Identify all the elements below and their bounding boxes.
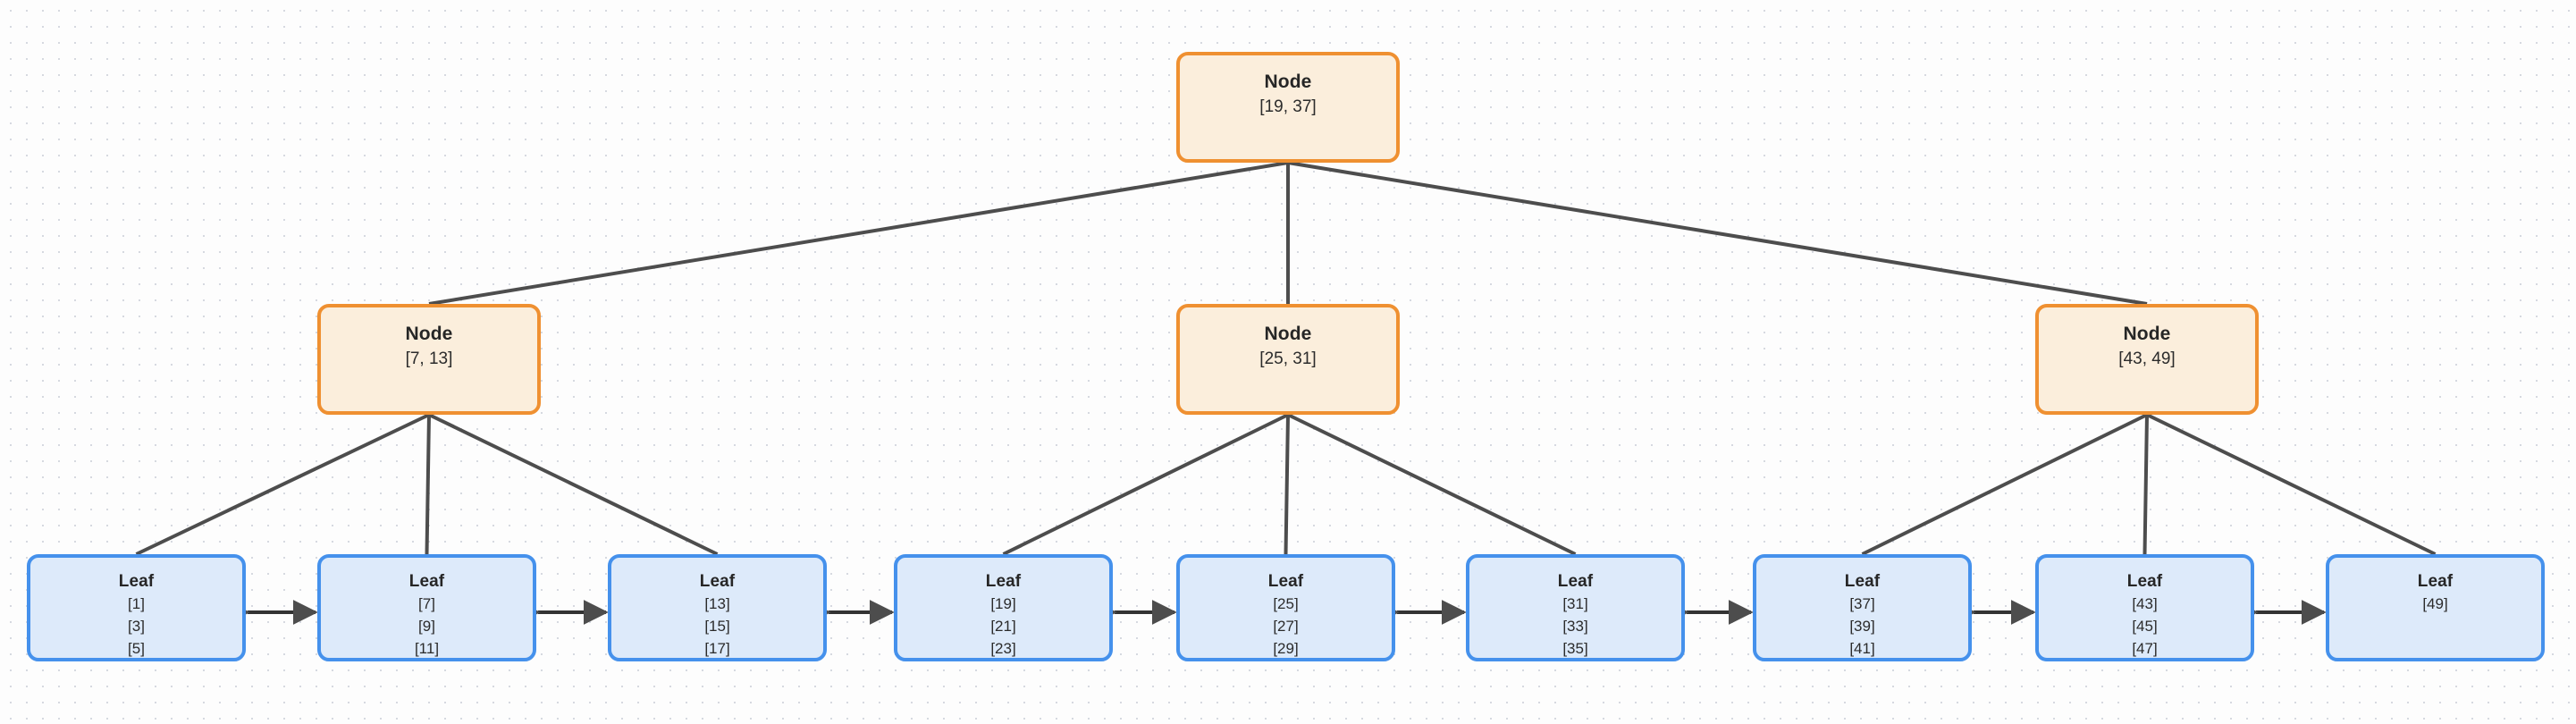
leaf-key: [1] — [128, 595, 145, 612]
leaf-key: [25] — [1273, 595, 1299, 612]
tree-node-leaf[interactable]: Leaf [25] [27] [29] — [1176, 554, 1395, 661]
leaf-key: [31] — [1562, 595, 1588, 612]
tree-edge — [1861, 413, 2148, 556]
leaf-key: [27] — [1273, 618, 1299, 635]
leaf-label: Leaf — [2126, 572, 2163, 591]
node-label: Node — [1264, 72, 1312, 92]
leaf-label: Leaf — [118, 572, 155, 591]
node-label: Node — [2123, 324, 2171, 344]
leaf-label: Leaf — [1557, 572, 1594, 591]
tree-edge — [1002, 413, 1289, 556]
tree-edge — [428, 161, 1289, 306]
leaf-key: [41] — [1849, 640, 1875, 657]
leaf-key: [45] — [2132, 618, 2158, 635]
leaf-key: [19] — [990, 595, 1016, 612]
leaf-key: [11] — [414, 640, 440, 657]
tree-edge — [135, 413, 430, 556]
tree-node-leaf[interactable]: Leaf [37] [39] [41] — [1753, 554, 1972, 661]
tree-node-internal[interactable]: Node [25, 31] — [1176, 304, 1400, 415]
tree-edge — [425, 414, 431, 555]
leaf-key: [17] — [704, 640, 730, 657]
tree-node-internal[interactable]: Node [7, 13] — [317, 304, 541, 415]
leaf-key: [15] — [704, 618, 730, 635]
leaf-key: [9] — [418, 618, 435, 635]
leaf-key: [35] — [1562, 640, 1588, 657]
leaf-key: [43] — [2132, 595, 2158, 612]
node-keys: [43, 49] — [2118, 349, 2176, 368]
leaf-label: Leaf — [1844, 572, 1881, 591]
leaf-key: [47] — [2132, 640, 2158, 657]
leaf-key: [7] — [418, 595, 435, 612]
leaf-label: Leaf — [985, 572, 1022, 591]
tree-node-leaf[interactable]: Leaf [49] — [2326, 554, 2545, 661]
tree-node-leaf[interactable]: Leaf [13] [15] [17] — [608, 554, 827, 661]
tree-edge — [1287, 413, 1577, 556]
leaf-key: [5] — [128, 640, 145, 657]
leaf-key: [39] — [1849, 618, 1875, 635]
tree-node-internal[interactable]: Node [43, 49] — [2035, 304, 2259, 415]
tree-node-leaf[interactable]: Leaf [19] [21] [23] — [894, 554, 1113, 661]
leaf-label: Leaf — [408, 572, 445, 591]
tree-node-root[interactable]: Node [19, 37] — [1176, 52, 1400, 163]
leaf-key: [21] — [990, 618, 1016, 635]
node-keys: [19, 37] — [1259, 97, 1317, 116]
node-keys: [25, 31] — [1259, 349, 1317, 368]
tree-edge — [1287, 161, 2148, 306]
leaf-label: Leaf — [1267, 572, 1304, 591]
leaf-label: Leaf — [699, 572, 736, 591]
leaf-key: [23] — [990, 640, 1016, 657]
leaf-key: [29] — [1273, 640, 1299, 657]
leaf-key: [13] — [704, 595, 730, 612]
tree-node-leaf[interactable]: Leaf [1] [3] [5] — [27, 554, 246, 661]
leaf-key: [33] — [1562, 618, 1588, 635]
tree-node-leaf[interactable]: Leaf [7] [9] [11] — [317, 554, 536, 661]
tree-edge — [2146, 413, 2437, 556]
node-label: Node — [1264, 324, 1312, 344]
tree-node-leaf[interactable]: Leaf [31] [33] [35] — [1466, 554, 1685, 661]
tree-edge — [428, 413, 719, 556]
leaf-label: Leaf — [2417, 572, 2454, 591]
tree-edge — [1284, 414, 1290, 555]
node-keys: [7, 13] — [405, 349, 453, 368]
leaf-key: [3] — [128, 618, 145, 635]
tree-edge — [2142, 414, 2149, 555]
leaf-key: [37] — [1849, 595, 1875, 612]
tree-node-leaf[interactable]: Leaf [43] [45] [47] — [2035, 554, 2254, 661]
node-label: Node — [405, 324, 453, 344]
leaf-key: [49] — [2422, 595, 2448, 612]
